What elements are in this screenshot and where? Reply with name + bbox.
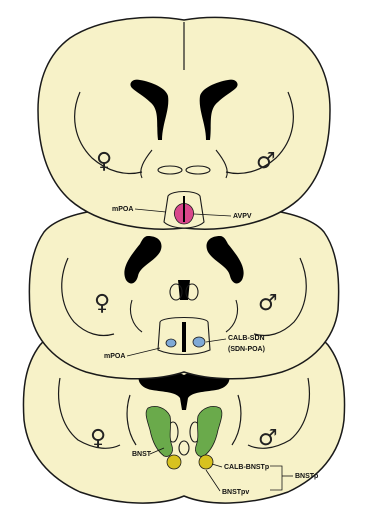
label-bnstp: BNSTp (295, 473, 318, 480)
female-symbol: ♀ (94, 291, 110, 316)
female-symbol: ♀ (90, 426, 106, 451)
calb-sdn-nucleus-left (166, 339, 176, 347)
label-calb-sdn: CALB-SDN (228, 335, 265, 342)
label-bnstpv: BNSTpv (222, 489, 249, 496)
label-bnst: BNST (132, 451, 152, 458)
male-symbol: ♂ (258, 426, 278, 451)
section-top-third-ventricle (183, 196, 185, 222)
section-top: ♀ ♂ (38, 17, 330, 229)
female-symbol: ♀ (96, 149, 112, 174)
label-sdn-poa: (SDN-POA) (228, 346, 265, 353)
male-symbol: ♂ (258, 291, 278, 316)
section-middle-third-ventricle-lower (182, 322, 186, 352)
label-calb-bnstp: CALB-BNSTp (224, 464, 269, 471)
calb-sdn-nucleus-right (193, 337, 205, 347)
section-middle: ♀ ♂ (29, 205, 338, 379)
label-mpoa-top: mPOA (112, 206, 133, 213)
bnstp-nucleus-left (167, 455, 181, 469)
label-mpoa-mid: mPOA (104, 353, 125, 360)
male-symbol: ♂ (256, 149, 276, 174)
label-avpv: AVPV (233, 213, 252, 220)
bnstp-nucleus-right (199, 455, 213, 469)
section-middle-third-ventricle (178, 280, 190, 300)
